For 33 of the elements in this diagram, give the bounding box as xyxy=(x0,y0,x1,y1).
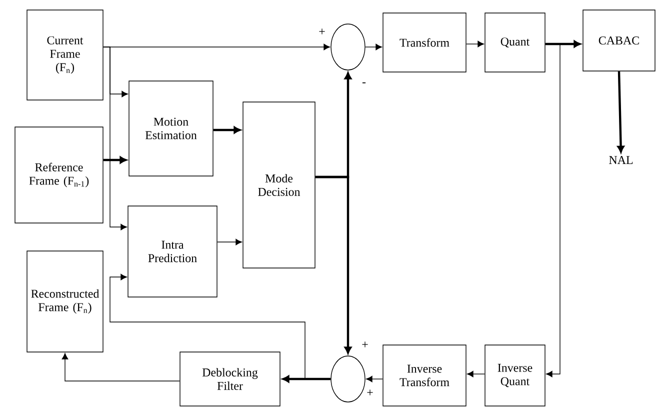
process-box: Inverse Quant xyxy=(484,344,546,406)
sign-label: - xyxy=(362,82,366,84)
arrow xyxy=(217,238,242,246)
arrow xyxy=(365,44,382,50)
process-box: CABAC xyxy=(582,10,656,72)
process-box: Reconstructed Frame (F$_{n}$) xyxy=(26,250,104,352)
arrow xyxy=(466,40,484,48)
process-box: Intra Prediction xyxy=(128,206,218,298)
arrow xyxy=(282,375,331,383)
summing-junction xyxy=(330,356,366,402)
arrow xyxy=(103,46,127,230)
arrow xyxy=(110,274,331,380)
output-label: NAL xyxy=(609,156,633,164)
summing-junction xyxy=(330,24,366,70)
arrow xyxy=(213,126,241,134)
arrow xyxy=(103,156,127,164)
arrow xyxy=(366,376,383,382)
arrow xyxy=(545,44,560,378)
process-box: Inverse Transform xyxy=(382,344,466,406)
arrow xyxy=(315,176,352,354)
arrow xyxy=(545,40,581,48)
process-box: Motion Estimation xyxy=(128,80,214,176)
process-box: Quant xyxy=(484,12,546,72)
arrow xyxy=(62,353,180,382)
process-box: Transform xyxy=(382,12,466,72)
process-box: Current Frame (F$_{n}$) xyxy=(26,10,104,100)
sign-label: + xyxy=(367,390,373,396)
arrow xyxy=(467,370,485,378)
process-box: Reference Frame (F$_{n-1}$) xyxy=(14,126,104,224)
process-box: Mode Decision xyxy=(242,102,316,268)
arrow xyxy=(617,71,624,153)
process-box: Deblocking Filter xyxy=(180,352,280,406)
sign-label: + xyxy=(362,342,368,348)
